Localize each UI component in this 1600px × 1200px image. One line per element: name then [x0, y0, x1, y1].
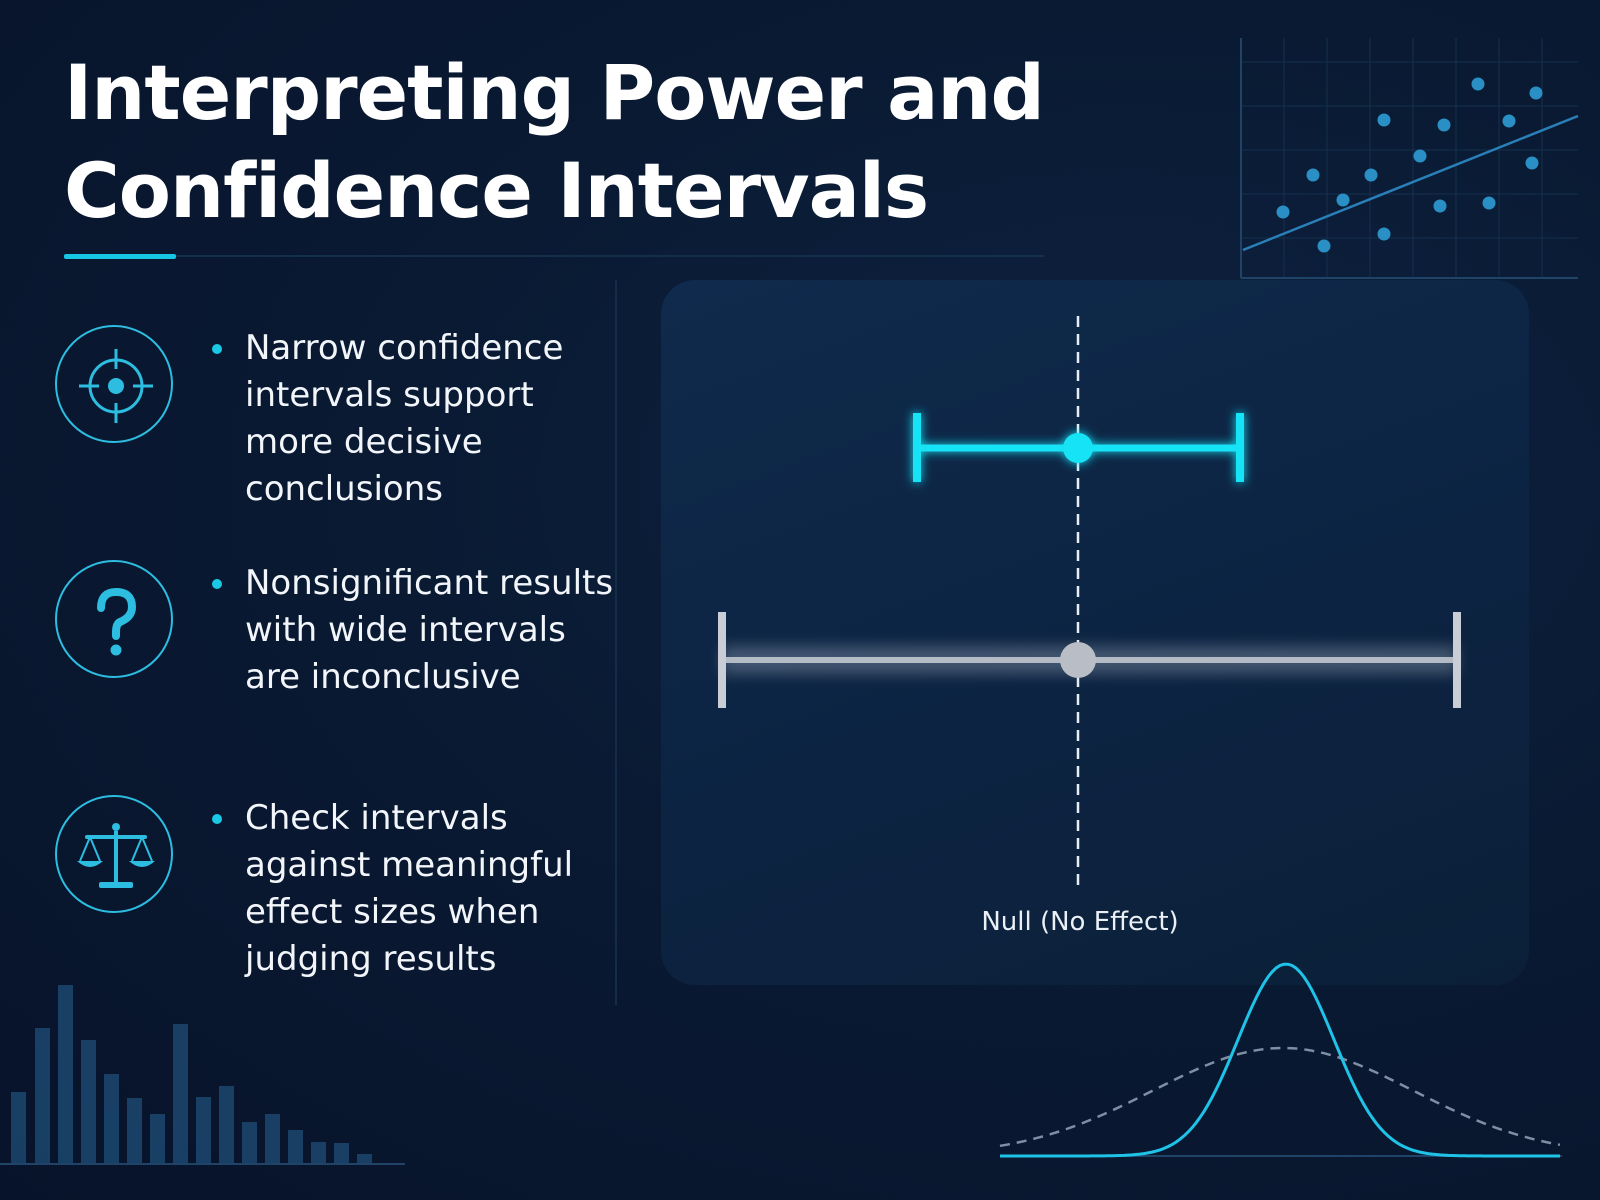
histogram-bar — [150, 1114, 165, 1164]
target-icon — [55, 325, 173, 443]
scatter-point — [1433, 199, 1447, 213]
scatter-trend-line — [1242, 114, 1579, 252]
narrow-distribution-curve — [1000, 962, 1560, 1158]
point-text: Narrow confidence intervals support more… — [245, 328, 564, 509]
scatter-point — [1437, 118, 1451, 132]
histogram-bar — [11, 1092, 26, 1164]
scatter-point — [1502, 114, 1516, 128]
histogram-bar — [265, 1114, 280, 1164]
scatter-point — [1364, 168, 1378, 182]
wide-interval — [718, 612, 1461, 708]
scatter-point — [1529, 86, 1543, 100]
page-title: Interpreting Power and Confidence Interv… — [64, 44, 1045, 240]
scatter-point — [1482, 196, 1496, 210]
narrow-interval-estimate — [1063, 433, 1093, 463]
title-line-1: Interpreting Power and — [64, 48, 1045, 137]
wide-distribution-curve — [999, 1046, 1561, 1148]
histogram-bar — [196, 1097, 211, 1164]
question-mark-icon — [55, 560, 173, 678]
histogram-bar — [35, 1028, 50, 1164]
scatter-point — [1377, 113, 1391, 127]
title-underline — [64, 255, 1044, 257]
histogram-bar — [58, 985, 73, 1164]
point-text: Check intervals against meaningful effec… — [245, 798, 574, 979]
null-line-label: Null (No Effect) — [981, 907, 1179, 937]
point-text: Nonsignificant results with wide interva… — [245, 563, 614, 697]
scatter-point — [1276, 205, 1290, 219]
histogram-bar — [242, 1122, 257, 1164]
histogram-bar — [104, 1074, 119, 1164]
title-underline-accent — [64, 254, 176, 259]
wide-interval-estimate — [1060, 642, 1096, 678]
scatter-point — [1317, 239, 1331, 253]
scatter-point — [1413, 149, 1427, 163]
histogram-bar — [357, 1154, 372, 1164]
bullet-dot — [212, 814, 222, 824]
title-line-2: Confidence Intervals — [64, 146, 929, 235]
balance-scale-icon — [55, 795, 173, 913]
scatter-point — [1306, 168, 1320, 182]
histogram-bar — [127, 1098, 142, 1164]
histogram-bar — [219, 1086, 234, 1164]
scatter-point — [1336, 193, 1350, 207]
histogram-bar — [288, 1130, 303, 1164]
histogram-bar — [173, 1024, 188, 1164]
column-divider — [615, 280, 617, 1005]
histogram-bar — [334, 1143, 349, 1164]
histogram-bar — [81, 1040, 96, 1164]
scatter-point — [1377, 227, 1391, 241]
scatter-point — [1525, 156, 1539, 170]
scatter-point — [1471, 77, 1485, 91]
bullet-dot — [212, 344, 222, 354]
interval-diagram-panel — [661, 280, 1529, 985]
histogram-bar — [311, 1142, 326, 1164]
narrow-interval — [913, 413, 1244, 482]
bullet-dot — [212, 579, 222, 589]
